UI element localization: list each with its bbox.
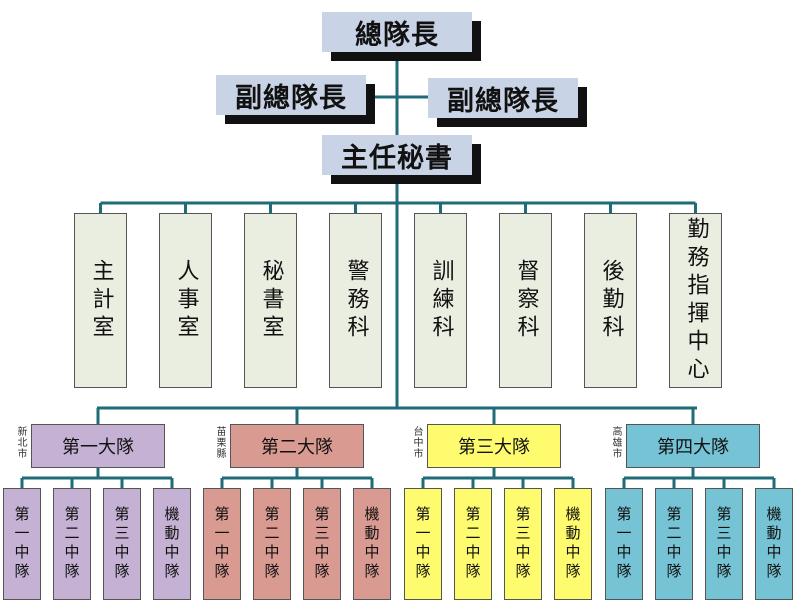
squadron-box: 第三中隊 [705,488,743,600]
brigade-city-label: 新北市 [15,426,26,459]
squadron-box: 第二中隊 [454,488,492,600]
squadron-box: 第一中隊 [404,488,442,600]
brigade-box: 第三大隊 [427,424,561,468]
squadron-box: 第三中隊 [303,488,341,600]
squadron-box: 第一中隊 [3,488,41,600]
squadron-box: 機動中隊 [353,488,391,600]
brigade-city-label: 台中市 [411,426,422,459]
department-box: 勤務指揮中心 [669,213,722,388]
department-box: 後勤科 [584,213,637,388]
squadron-box: 第二中隊 [253,488,291,600]
squadron-box: 第三中隊 [103,488,141,600]
squadron-box: 第二中隊 [53,488,91,600]
squadron-box: 第三中隊 [504,488,542,600]
department-box: 訓練科 [414,213,467,388]
squadron-box: 第一中隊 [203,488,241,600]
department-box: 人事室 [159,213,212,388]
squadron-box: 第二中隊 [655,488,693,600]
deputy-commander-left-box: 副總隊長 [216,75,366,115]
brigade-city-label: 苗栗縣 [214,426,225,459]
brigade-box: 第二大隊 [230,424,364,468]
chief-secretary-box: 主任秘書 [322,135,472,175]
commander-box: 總隊長 [322,12,472,52]
squadron-box: 機動中隊 [755,488,793,600]
squadron-box: 機動中隊 [554,488,592,600]
brigade-city-label: 高雄市 [610,426,621,459]
squadron-box: 機動中隊 [153,488,191,600]
department-box: 警務科 [329,213,382,388]
department-box: 督察科 [499,213,552,388]
deputy-commander-right-box: 副總隊長 [428,78,578,118]
brigade-box: 第四大隊 [626,424,760,468]
squadron-box: 第一中隊 [605,488,643,600]
brigade-box: 第一大隊 [31,424,165,468]
department-box: 秘書室 [244,213,297,388]
department-box: 主計室 [74,213,127,388]
